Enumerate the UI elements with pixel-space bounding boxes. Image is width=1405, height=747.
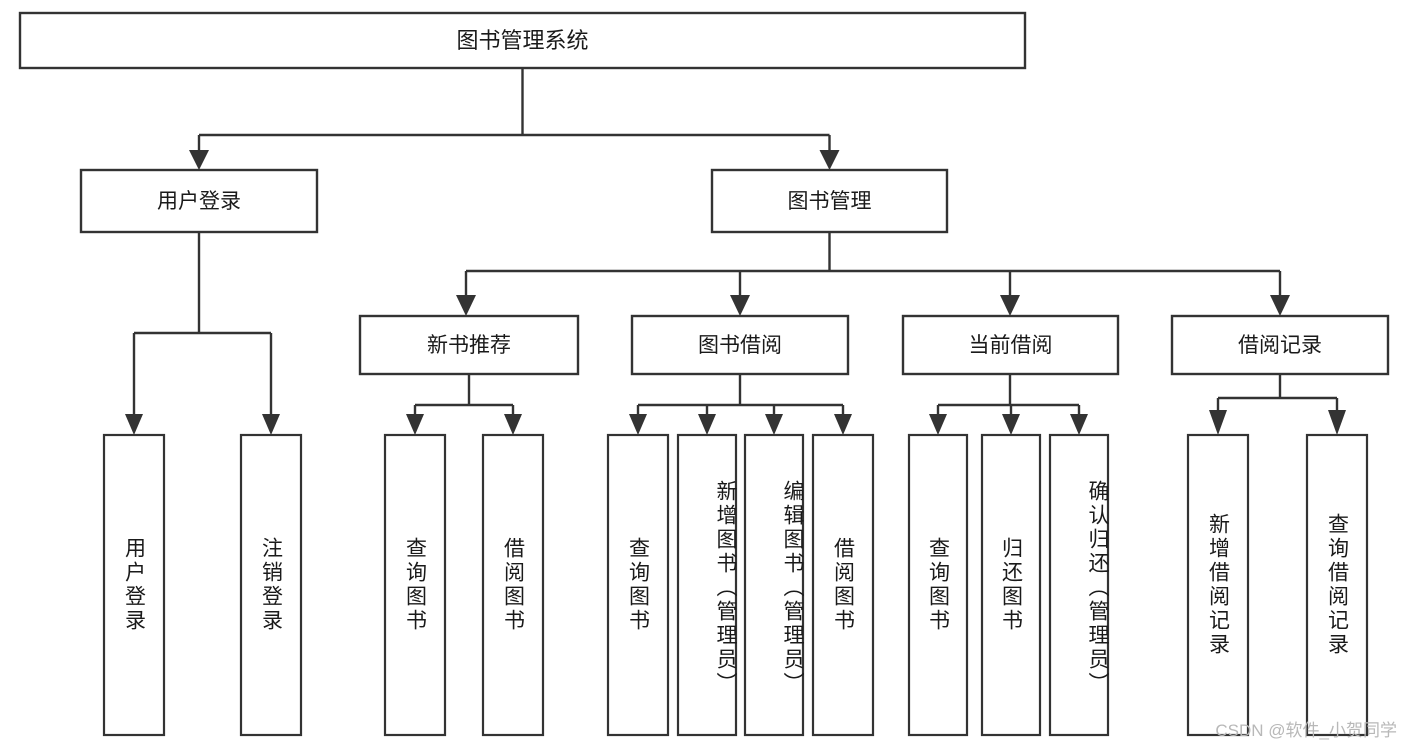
node-box-leaf-borrow-book-bb[interactable] xyxy=(811,433,875,737)
arrowhead-current-leaf3 xyxy=(1070,414,1088,435)
node-box-leaf-confirm-return-admin[interactable] xyxy=(1048,433,1110,737)
node-box-leaf-query-book-nb[interactable] xyxy=(383,433,447,737)
arrowhead-group xyxy=(125,150,1346,435)
arrowhead-borrow xyxy=(730,295,750,316)
arrowhead-current-leaf1 xyxy=(929,414,947,435)
node-box-leaf-add-borrow-record[interactable] xyxy=(1186,433,1250,737)
arrowhead-record xyxy=(1270,295,1290,316)
node-box-borrow-record[interactable] xyxy=(1170,314,1390,376)
arrowhead-record-leaf1 xyxy=(1209,410,1227,435)
node-box-leaf-user-login[interactable] xyxy=(102,433,166,737)
arrowhead-bookmgmt xyxy=(819,150,840,170)
node-box-book-borrow[interactable] xyxy=(630,314,850,376)
arrowhead-newbook-leaf1 xyxy=(406,414,424,435)
node-box-group xyxy=(18,11,1390,737)
node-box-book-management[interactable] xyxy=(710,168,949,234)
node-box-current-borrow[interactable] xyxy=(901,314,1120,376)
arrowhead-borrow-leaf4 xyxy=(834,414,852,435)
arrowhead-newbook xyxy=(456,295,476,316)
node-box-system-title[interactable] xyxy=(18,11,1027,70)
arrowhead-leaf-logout xyxy=(262,414,280,435)
node-box-leaf-query-book-cb[interactable] xyxy=(907,433,969,737)
node-box-leaf-edit-book-admin[interactable] xyxy=(743,433,805,737)
node-box-new-book-recommend[interactable] xyxy=(358,314,580,376)
arrowhead-userlogin xyxy=(189,150,209,170)
node-box-leaf-return-book[interactable] xyxy=(980,433,1042,737)
node-box-user-login[interactable] xyxy=(79,168,319,234)
arrowhead-leaf-userlogin xyxy=(125,414,143,435)
arrowhead-borrow-leaf3 xyxy=(765,414,783,435)
node-box-leaf-query-book-bb[interactable] xyxy=(606,433,670,737)
node-box-leaf-add-book-admin[interactable] xyxy=(676,433,738,737)
arrowhead-borrow-leaf2 xyxy=(698,414,716,435)
arrowhead-newbook-leaf2 xyxy=(504,414,522,435)
arrowhead-current xyxy=(1000,295,1020,316)
node-box-leaf-borrow-book-nb[interactable] xyxy=(481,433,545,737)
arrowhead-borrow-leaf1 xyxy=(629,414,647,435)
arrowhead-current-leaf2 xyxy=(1002,414,1020,435)
node-box-leaf-logout[interactable] xyxy=(239,433,303,737)
node-box-leaf-query-borrow-record[interactable] xyxy=(1305,433,1369,737)
arrowhead-record-leaf2 xyxy=(1328,410,1346,435)
